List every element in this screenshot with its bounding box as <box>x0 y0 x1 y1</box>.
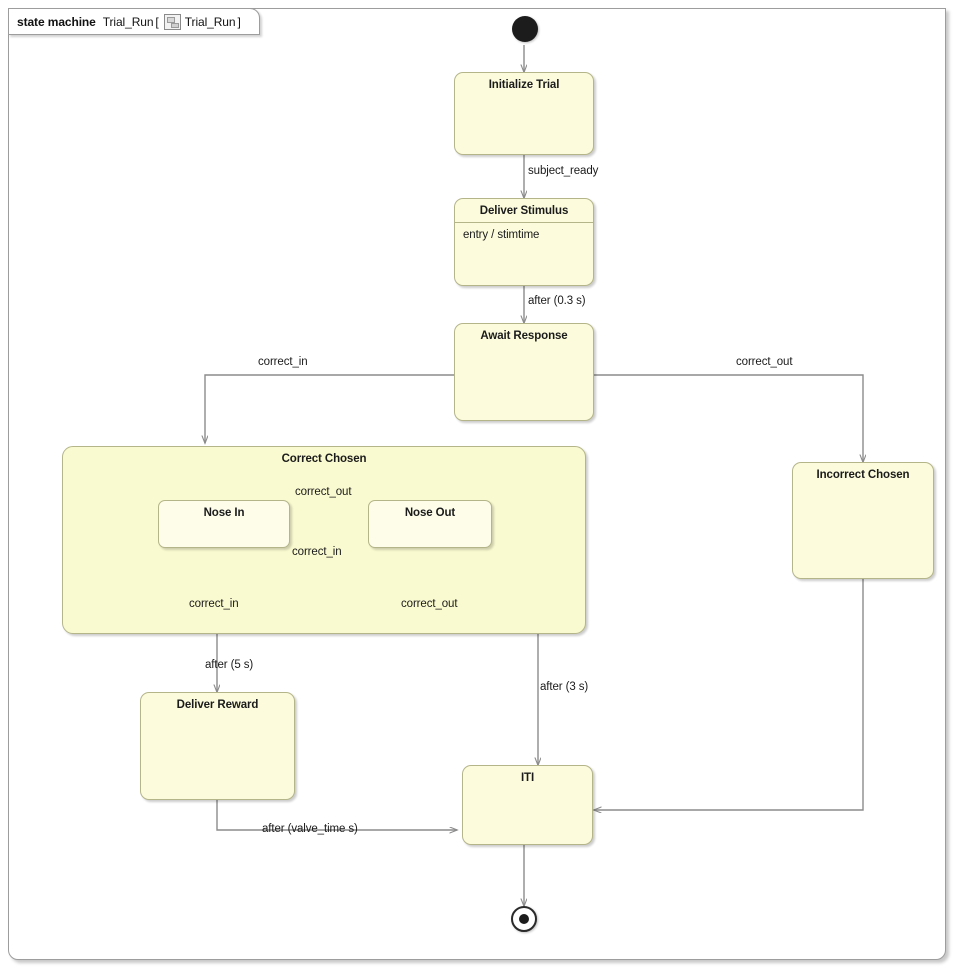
transition-label-correct-out-nosein-noseout: correct_out <box>295 486 352 498</box>
composite-state-correct-chosen[interactable]: Correct Chosen <box>62 446 586 634</box>
frame-qualified-name: Trial_Run <box>184 14 236 29</box>
substate-nose-in[interactable]: Nose In <box>158 500 290 548</box>
transition-label-correct-in-self: correct_in <box>189 598 239 610</box>
compartment-divider <box>455 222 593 223</box>
transition-label-correct-in-await: correct_in <box>258 356 308 368</box>
final-state <box>511 906 537 932</box>
transition-label-after-valve-time: after (valve_time s) <box>262 823 358 835</box>
state-title: Await Response <box>480 330 568 342</box>
transition-label-after-3s: after (3 s) <box>540 681 589 693</box>
state-title: Initialize Trial <box>488 79 560 91</box>
transition-label-correct-in-noseout-nosein: correct_in <box>292 546 342 558</box>
diagram-frame-header: state machine Trial_Run [ Trial_Run ] <box>8 8 260 35</box>
composite-state-title: Correct Chosen <box>281 453 367 465</box>
state-title: Deliver Reward <box>176 699 259 711</box>
state-title: ITI <box>520 772 535 784</box>
frame-bracket-close: ] <box>237 14 241 29</box>
initial-state <box>512 16 538 42</box>
state-machine-icon <box>163 13 181 30</box>
substate-nose-out[interactable]: Nose Out <box>368 500 492 548</box>
frame-bracket-open: [ <box>155 14 159 29</box>
substate-title: Nose Out <box>404 507 456 519</box>
transition-label-after-5s: after (5 s) <box>205 659 254 671</box>
transition-label-subject-ready: subject_ready <box>528 165 599 177</box>
transition-label-correct-out-await: correct_out <box>736 356 793 368</box>
state-deliver-stimulus[interactable]: Deliver Stimulus entry / stimtime <box>454 198 594 286</box>
state-initialize-trial[interactable]: Initialize Trial <box>454 72 594 155</box>
transition-label-correct-out-self: correct_out <box>401 598 458 610</box>
state-deliver-reward[interactable]: Deliver Reward <box>140 692 295 800</box>
state-await-response[interactable]: Await Response <box>454 323 594 421</box>
state-entry-behavior: entry / stimtime <box>463 229 540 241</box>
state-incorrect-chosen[interactable]: Incorrect Chosen <box>792 462 934 579</box>
state-title: Deliver Stimulus <box>479 205 569 217</box>
state-title: Incorrect Chosen <box>816 469 910 481</box>
state-iti[interactable]: ITI <box>462 765 593 845</box>
frame-name: Trial_Run <box>102 14 154 29</box>
frame-keyword: state machine <box>17 14 96 29</box>
substate-title: Nose In <box>203 507 245 519</box>
transition-label-after-0-3s: after (0.3 s) <box>528 295 586 307</box>
